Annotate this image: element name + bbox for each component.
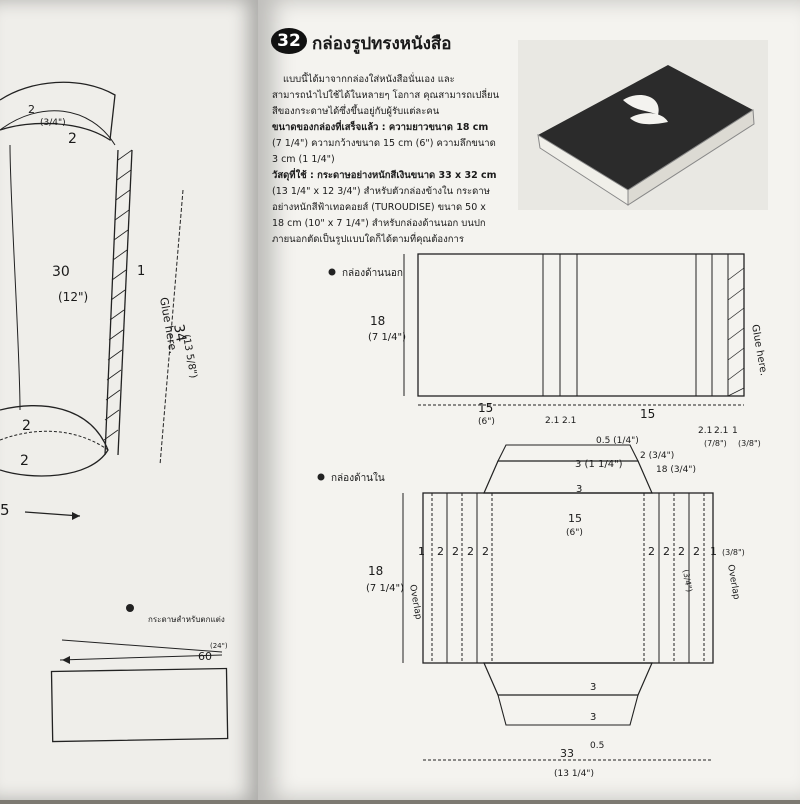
inner-right-n2: 2 — [678, 545, 685, 558]
book-box-photo — [518, 40, 768, 210]
inner-right-n1: 2 — [663, 545, 670, 558]
left-dim-34: 34 — [170, 323, 189, 343]
inner-top-d3: 18 (3/4") — [656, 465, 696, 475]
left-dim-top: 2 — [28, 103, 35, 116]
inner-left-n3: 2 — [467, 545, 474, 558]
left-paper-label: กระดาษสำหรับตกแต่ง — [148, 615, 225, 624]
intro-line: (13 1/4" x 12 3/4") สำหรับตัวกล่องข้างใน… — [272, 186, 490, 197]
left-dim-1: 1 — [137, 264, 145, 279]
intro-line: 18 cm (10" x 7 1/4") สำหรับกล่องด้านนอก … — [272, 218, 486, 229]
left-dim-60-in: (24") — [210, 642, 228, 650]
inner-left-n4: 2 — [482, 545, 489, 558]
left-dim-b1: 2 — [22, 418, 31, 434]
inner-center-w-in: (6") — [566, 528, 583, 538]
inner-total-w-in: (13 1/4") — [554, 769, 594, 779]
inner-total-w: 33 — [560, 747, 574, 760]
chapter-title: กล่องรูปทรงหนังสือ — [312, 34, 452, 54]
inner-height: 18 — [368, 564, 383, 578]
inner-left-n2: 2 — [452, 545, 459, 558]
left-dim-34-in: (13 5/8") — [180, 334, 199, 380]
outer-glue: Glue here. — [749, 324, 769, 377]
intro-line: 3 cm (1 1/4") — [272, 154, 335, 165]
intro-line: ขนาดของกล่องที่เสร็จแล้ว : ความยาวขนาด 1… — [272, 122, 489, 133]
outer-w4: 2.1 — [698, 426, 712, 436]
left-page: 2 (3/4") 2 30 (12") 1 Glue here. 34 (13 … — [0, 0, 262, 800]
inner-height-in: (7 1/4") — [366, 583, 404, 594]
outer-w1: 2.1 — [545, 416, 559, 426]
inner-top-d1: 2 (3/4") — [640, 451, 674, 461]
outer-w2: 2.1 — [562, 416, 576, 426]
inner-box-label: กล่องด้านใน — [331, 472, 385, 484]
inner-right-in: (3/8") — [722, 548, 745, 557]
outer-w-in0: (6") — [478, 417, 495, 427]
inner-bottom-d2: 0.5 — [590, 741, 604, 751]
outer-w-in2: (3/8") — [738, 439, 761, 448]
inner-top-d0: 0.5 (1/4") — [596, 436, 639, 446]
left-dim-top2: 2 — [68, 131, 77, 147]
left-dim-30-in: (12") — [58, 290, 88, 304]
inner-bottom-d0: 3 — [590, 682, 596, 693]
intro-line: อย่างหนักสีฟ้าเทอคอยส์ (TUROUDISE) ขนาด … — [272, 202, 486, 213]
intro-line: ภายนอกตัดเป็นรูปแบบใดก็ได้ตามที่คุณต้องก… — [272, 234, 464, 245]
left-dim-5: 5 — [0, 501, 10, 519]
inner-bottom-d1: 3 — [590, 712, 596, 723]
intro-line: (7 1/4") ความกว้างขนาด 15 cm (6") ความลึ… — [272, 138, 496, 149]
outer-height-in: (7 1/4") — [368, 332, 406, 343]
left-dim-top-in: (3/4") — [40, 118, 66, 128]
inner-top-d2: 3 (1 1/4") — [575, 459, 623, 470]
outer-box-label: กล่องด้านนอก — [342, 267, 403, 279]
outer-height: 18 — [370, 314, 385, 328]
inner-left-n1: 2 — [437, 545, 444, 558]
outer-w0: 15 — [478, 401, 493, 415]
left-dim-60: 60 — [198, 650, 212, 663]
outer-w6: 1 — [732, 426, 738, 436]
inner-box-diagram: กล่องด้านใน 18 (7 1/4") 1 2 2 2 2 2 2 2 … — [317, 436, 745, 779]
intro-line: สีของกระดาษได้ซึ่งขึ้นอยู่กับผู้รับแต่ละ… — [272, 106, 440, 117]
intro-line: แบบนี้ได้มาจากกล่องใส่หนังสือนั่นเอง และ — [283, 74, 455, 85]
intro-line: สามารถนำไปใช้ได้ในหลายๆ โอกาส คุณสามารถเ… — [272, 90, 500, 101]
outer-w-in1: (7/8") — [704, 439, 727, 448]
inner-right-in2: (3/4") — [681, 569, 694, 593]
inner-right-n3: 2 — [693, 545, 700, 558]
outer-w5: 2.1 — [714, 426, 728, 436]
inner-right-n0: 2 — [648, 545, 655, 558]
inner-overlap-right: Overlap — [725, 564, 741, 601]
inner-left-n0: 1 — [418, 545, 425, 558]
outer-w3: 15 — [640, 407, 655, 421]
inner-top-d4: 3 — [576, 484, 582, 495]
left-dim-30: 30 — [52, 264, 70, 280]
inner-center-w: 15 — [568, 512, 582, 525]
inner-overlap-left: Overlap — [407, 584, 423, 621]
outer-box-diagram: กล่องด้านนอก 18 (7 1/4") Glue here. 15 2… — [328, 253, 769, 448]
chapter-number-badge: 32 — [271, 28, 307, 54]
intro-line: วัสดุที่ใช้ : กระดาษอย่างหนักสีเงินขนาด … — [272, 170, 497, 181]
left-diagram: 2 (3/4") 2 30 (12") 1 Glue here. 34 (13 … — [0, 81, 229, 743]
left-dim-b2: 2 — [20, 453, 29, 469]
inner-right-n4: 1 — [710, 545, 717, 558]
